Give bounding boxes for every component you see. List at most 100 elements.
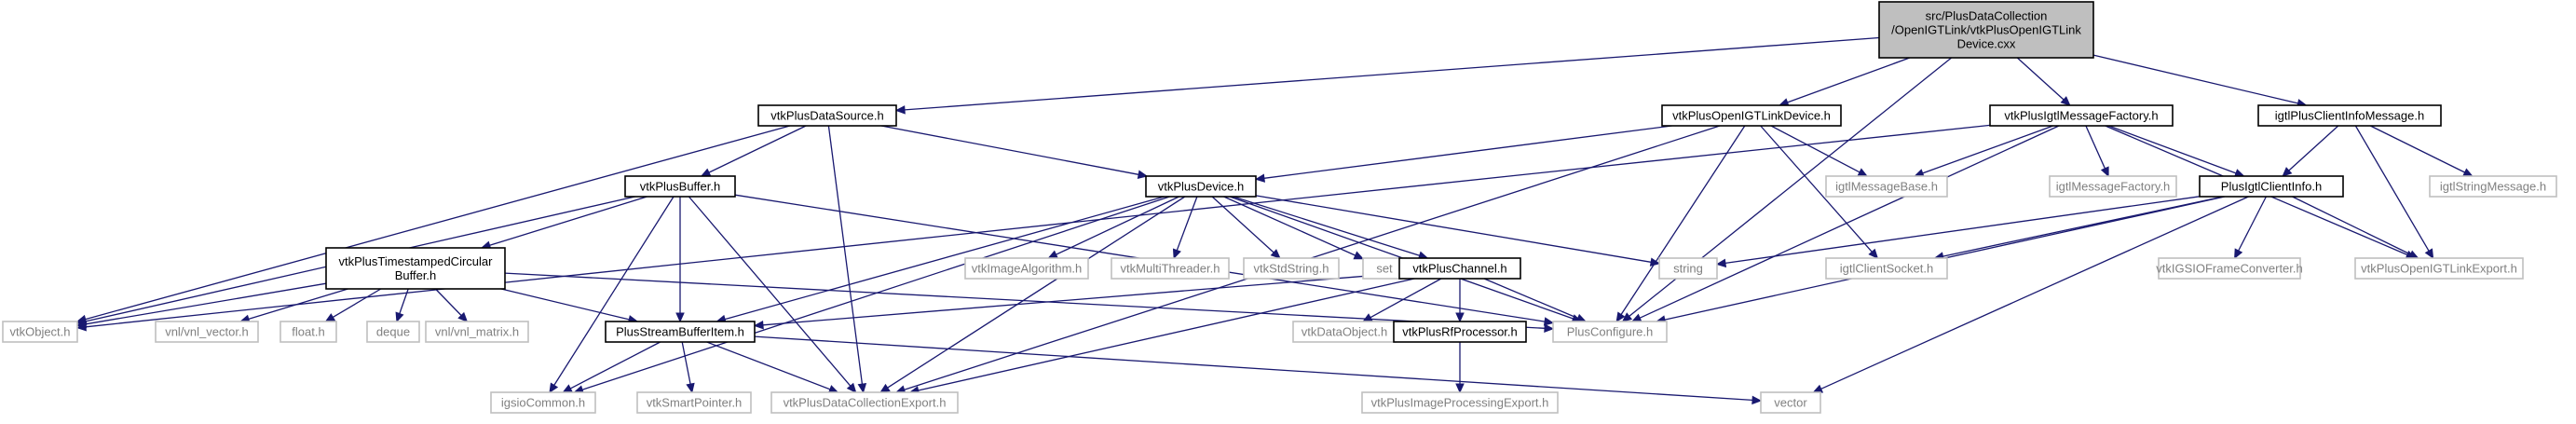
node-vector[interactable]: vector: [1760, 391, 1821, 414]
node-smartpointer[interactable]: vtkSmartPointer.h: [636, 391, 752, 414]
node-box: [1825, 175, 1948, 198]
node-igsioconv[interactable]: vtkIGSIOFrameConverter.h: [2156, 257, 2303, 280]
edge-buffer-to-dcexport: [688, 196, 857, 393]
node-label: vnl/vnl_matrix.h: [435, 325, 519, 339]
node-label: igtlClientSocket.h: [1840, 262, 1933, 276]
node-deque[interactable]: deque: [366, 321, 420, 343]
edge-oigtdevice-to-plusconfigure: [1615, 125, 1746, 323]
node-label: vtkPlusRfProcessor.h: [1402, 325, 1518, 339]
edge-oigtdevice-to-device: [1254, 125, 1672, 183]
edge-tscbuffer-to-vtkobject: [75, 282, 327, 329]
node-streambufferitem[interactable]: PlusStreamBufferItem.h: [605, 321, 756, 343]
node-label: vtkPlusTimestampedCircular: [339, 254, 494, 268]
node-clientsocket[interactable]: igtlClientSocket.h: [1825, 257, 1948, 280]
node-box: [2354, 257, 2524, 280]
edges-layer: [75, 36, 2474, 405]
node-label: vtkPlusChannel.h: [1412, 262, 1506, 276]
node-box: [605, 321, 756, 343]
node-label: vector: [1774, 396, 1807, 410]
edge-clientinfo-to-vector: [1812, 196, 2249, 393]
edge-root-to-datasource: [894, 36, 1880, 115]
edge-device-to-igsiocommon: [573, 196, 1170, 394]
node-clientinfo[interactable]: PlusIgtlClientInfo.h: [2199, 175, 2344, 198]
node-vnlvector[interactable]: vnl/vnl_vector.h: [155, 321, 259, 343]
edge-oigtdevice-to-igtlmsgbase: [1770, 125, 1869, 177]
node-box: [155, 321, 259, 343]
node-label: vtkMultiThreader.h: [1121, 262, 1220, 276]
node-string[interactable]: string: [1658, 257, 1718, 280]
node-label: vtkDataObject.h: [1302, 325, 1388, 339]
node-igtlstringmsg[interactable]: igtlStringMessage.h: [2429, 175, 2557, 198]
node-floath[interactable]: float.h: [279, 321, 337, 343]
node-channel[interactable]: vtkPlusChannel.h: [1398, 257, 1521, 280]
node-vtkobject[interactable]: vtkObject.h: [2, 321, 78, 343]
node-box: [2, 321, 78, 343]
node-imgprocexport[interactable]: vtkPlusImageProcessingExport.h: [1361, 391, 1559, 414]
node-multithreader[interactable]: vtkMultiThreader.h: [1111, 257, 1230, 280]
node-label: vtkObject.h: [9, 325, 70, 339]
node-label: vnl/vnl_vector.h: [165, 325, 249, 339]
node-igtlmsgfactory[interactable]: igtlMessageFactory.h: [2049, 175, 2177, 198]
edge-streambufferitem-to-dcexport: [706, 341, 839, 394]
edge-device-to-streambufferitem: [716, 196, 1165, 324]
node-label: vtkPlusImageProcessingExport.h: [1371, 396, 1549, 410]
node-clientinfomsg[interactable]: igtlPlusClientInfoMessage.h: [2257, 104, 2442, 127]
node-rfprocessor[interactable]: vtkPlusRfProcessor.h: [1393, 321, 1527, 343]
node-box: [2199, 175, 2344, 198]
node-box: [2257, 104, 2442, 127]
node-plusconfigure[interactable]: PlusConfigure.h: [1552, 321, 1668, 343]
node-box: [490, 391, 596, 414]
node-vnlmatrix[interactable]: vnl/vnl_matrix.h: [425, 321, 529, 343]
node-igtlmsgbase[interactable]: igtlMessageBase.h: [1825, 175, 1948, 198]
node-label: float.h: [292, 325, 324, 339]
edge-channel-to-plusconfigure: [1483, 278, 1588, 322]
node-imagealgo[interactable]: vtkImageAlgorithm.h: [964, 257, 1089, 280]
node-msgfactory[interactable]: vtkPlusIgtlMessageFactory.h: [1989, 104, 2174, 127]
node-label: Buffer.h: [395, 268, 437, 282]
edge-buffer-to-tscbuffer: [480, 196, 647, 250]
node-oigtdevice[interactable]: vtkPlusOpenIGTLinkDevice.h: [1661, 104, 1842, 127]
node-label: igtlMessageFactory.h: [2056, 180, 2171, 194]
node-label: igtlPlusClientInfoMessage.h: [2275, 109, 2424, 123]
edge-device-to-channel: [1233, 196, 1429, 260]
node-box: [964, 257, 1089, 280]
node-box: [1243, 257, 1340, 280]
edge-channel-to-dataobject: [1362, 278, 1442, 322]
node-label: PlusConfigure.h: [1567, 325, 1654, 339]
node-box: [1145, 175, 1257, 198]
edge-root-to-oigtdevice: [1778, 57, 1911, 107]
node-label: PlusStreamBufferItem.h: [616, 325, 744, 339]
edge-clientinfo-to-oigtexport: [2292, 196, 2419, 259]
node-stdstring[interactable]: vtkStdString.h: [1243, 257, 1340, 280]
node-box: [1393, 321, 1527, 343]
node-box: [1398, 257, 1521, 280]
node-set[interactable]: set: [1362, 257, 1407, 280]
node-dcexport[interactable]: vtkPlusDataCollectionExport.h: [770, 391, 959, 414]
edge-clientinfomsg-to-oigtexport: [2354, 125, 2434, 260]
node-box: [2429, 175, 2557, 198]
edge-channel-to-streambufferitem: [753, 272, 1400, 330]
node-box: [1760, 391, 1821, 414]
node-igsiocommon[interactable]: igsioCommon.h: [490, 391, 596, 414]
edge-device-to-stdstring: [1211, 196, 1281, 259]
node-box: [2049, 175, 2177, 198]
node-device[interactable]: vtkPlusDevice.h: [1145, 175, 1257, 198]
edge-datasource-to-buffer: [700, 125, 807, 177]
node-dataobject[interactable]: vtkDataObject.h: [1292, 321, 1397, 343]
node-label: set: [1376, 262, 1393, 276]
node-buffer[interactable]: vtkPlusBuffer.h: [624, 175, 736, 198]
node-root[interactable]: src/PlusDataCollection/OpenIGTLink/vtkPl…: [1878, 1, 2094, 59]
edge-root-to-clientinfomsg: [2092, 54, 2308, 108]
node-oigtexport[interactable]: vtkPlusOpenIGTLinkExport.h: [2354, 257, 2524, 280]
node-label: string: [1673, 262, 1703, 276]
node-label: vtkPlusDataSource.h: [770, 109, 883, 123]
edge-msgfactory-to-vtkobject: [75, 124, 1991, 332]
node-box: [279, 321, 337, 343]
node-box: [1661, 104, 1842, 127]
node-label: igtlStringMessage.h: [2440, 180, 2546, 194]
node-label: vtkPlusBuffer.h: [640, 180, 720, 194]
node-label: vtkPlusDevice.h: [1158, 180, 1244, 194]
node-box: [624, 175, 736, 198]
node-datasource[interactable]: vtkPlusDataSource.h: [757, 104, 897, 127]
